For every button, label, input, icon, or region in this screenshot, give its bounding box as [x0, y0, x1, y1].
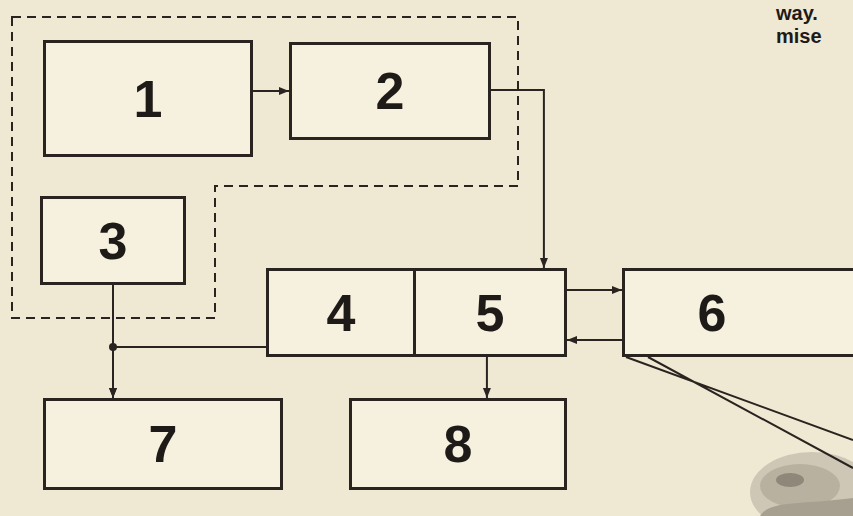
block-box: 2: [289, 42, 491, 140]
block-number: 6: [698, 287, 727, 339]
junction-dot: [109, 343, 117, 351]
signal-arrow: [567, 339, 622, 341]
page-text-fragment: way.: [776, 2, 818, 25]
device-detail: [776, 473, 804, 487]
signal-arrow: [486, 357, 488, 398]
signal-arrow: [253, 90, 289, 92]
photo-illustration: [750, 452, 853, 516]
block-box: 7: [43, 398, 283, 490]
block-box: 4: [266, 268, 416, 357]
block-number: 5: [476, 287, 505, 339]
block-number: 8: [444, 418, 473, 470]
signal-arrow: [113, 347, 266, 398]
signal-arrow: [567, 289, 622, 291]
block-box: 1: [43, 40, 253, 157]
callout-pointer: [626, 357, 853, 468]
block-box: 6: [622, 268, 853, 357]
block-number: 1: [134, 73, 163, 125]
device-shadow: [760, 498, 853, 516]
page-text-fragment: mise: [776, 25, 822, 48]
block-number: 7: [149, 418, 178, 470]
block-number: 3: [99, 215, 128, 267]
device-shape: [750, 452, 853, 516]
block-box: 3: [40, 196, 186, 285]
block-number: 4: [327, 287, 356, 339]
block-number: 2: [376, 65, 405, 117]
signal-arrow: [491, 90, 544, 268]
block-box: 5: [413, 268, 567, 357]
block-box: 8: [349, 398, 567, 490]
